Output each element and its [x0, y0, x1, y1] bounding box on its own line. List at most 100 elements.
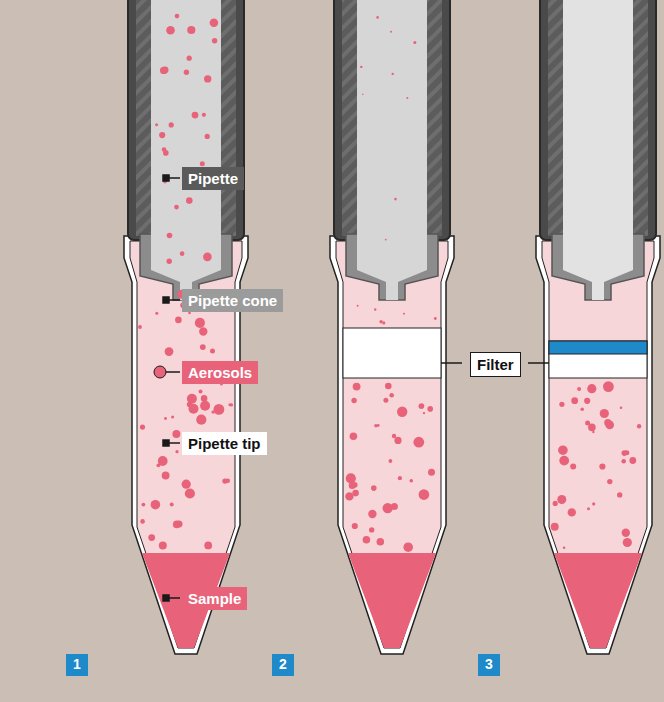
- aerosol-droplet: [351, 398, 356, 403]
- aerosol-droplet: [140, 519, 145, 524]
- aerosol-droplet: [185, 488, 195, 498]
- aerosol-droplet: [600, 409, 609, 418]
- pipette-bore: [151, 0, 221, 300]
- pipette-group: [124, 0, 660, 654]
- aerosol-droplet: [622, 529, 630, 537]
- aerosol-droplet: [553, 501, 558, 506]
- aerosol-droplet: [166, 26, 175, 35]
- aerosol-droplet: [357, 305, 359, 307]
- aerosol-droplet: [187, 26, 195, 34]
- aerosol-droplet: [623, 538, 632, 547]
- aerosol-droplet: [142, 503, 146, 507]
- aerosol-droplet: [394, 437, 401, 444]
- aerosol-droplet: [360, 66, 362, 68]
- aerosol-droplet: [195, 318, 205, 328]
- leader-marker: [163, 440, 169, 446]
- pipette: [330, 0, 454, 654]
- aerosol-droplet: [369, 527, 374, 532]
- aerosol-droplet: [164, 417, 167, 420]
- aerosol-droplet: [200, 161, 205, 166]
- aerosol-droplet: [214, 404, 225, 415]
- aerosol-droplet: [140, 425, 145, 430]
- aerosol-droplet: [173, 521, 181, 529]
- aerosol-droplet: [413, 437, 424, 448]
- aerosol-droplet: [423, 412, 425, 414]
- aerosol-droplet: [151, 500, 161, 510]
- aerosol-droplet: [427, 406, 433, 412]
- aerosol-droplet: [568, 508, 576, 516]
- aerosol-droplet: [603, 381, 614, 392]
- aerosol-droplet: [389, 393, 394, 398]
- aerosol-droplet: [394, 198, 397, 201]
- aerosol-droplet: [559, 456, 569, 466]
- aerosol-droplet: [175, 14, 180, 19]
- aerosol-droplet: [203, 253, 212, 262]
- aerosol-droplet: [155, 312, 158, 315]
- aerosol-droplet: [382, 321, 385, 324]
- aerosol-droplet: [210, 349, 215, 354]
- tip-interior: [336, 241, 448, 648]
- aerosol-droplet: [584, 398, 590, 404]
- aerosol-droplet: [403, 313, 405, 315]
- aerosol-droplet: [362, 94, 364, 96]
- aerosol-droplet: [350, 432, 358, 440]
- aerosol-droplet: [138, 325, 142, 329]
- leader-line: [528, 362, 549, 364]
- aerosol-droplet: [622, 450, 628, 456]
- sample-liquid: [348, 553, 436, 648]
- part-label: Pipette cone: [182, 289, 283, 312]
- aerosol-droplet: [172, 430, 180, 438]
- aerosol-marker: [154, 366, 166, 378]
- aerosol-droplet: [385, 383, 392, 390]
- callout-number: 2: [272, 654, 294, 676]
- aerosol-droplet: [346, 473, 356, 483]
- aerosol-droplet: [165, 347, 174, 356]
- aerosol-droplet: [352, 523, 358, 529]
- leader-line: [441, 362, 462, 364]
- aerosol-droplet: [186, 197, 193, 204]
- aerosol-droplet: [389, 459, 393, 463]
- aerosol-droplet: [577, 387, 581, 391]
- aerosol-droplet: [175, 317, 182, 324]
- aerosol-droplet: [563, 547, 566, 550]
- aerosol-droplet: [201, 395, 208, 402]
- aerosol-droplet: [180, 251, 185, 256]
- aerosol-droplet: [559, 402, 564, 407]
- aerosol-droplet: [587, 384, 596, 393]
- aerosol-droplet: [570, 463, 576, 469]
- aerosol-droplet: [571, 397, 578, 404]
- aerosol-droplet: [200, 344, 206, 350]
- aerosol-droplet: [167, 233, 173, 239]
- aerosol-droplet: [199, 390, 203, 394]
- callout-number: 3: [478, 654, 500, 676]
- aerosol-droplet: [363, 536, 371, 544]
- aerosol-droplet: [196, 415, 206, 425]
- callout-number: 1: [66, 654, 88, 676]
- aerosol-droplet: [392, 73, 394, 75]
- aerosol-droplet: [419, 403, 425, 409]
- aerosol-droplet: [171, 416, 174, 419]
- aerosol-droplet: [368, 510, 376, 518]
- aerosol-droplet: [228, 403, 231, 406]
- callout-text: 3: [478, 656, 500, 673]
- aerosol-droplet: [428, 469, 435, 476]
- sample-liquid: [554, 553, 642, 648]
- aerosol-droplet: [403, 542, 413, 552]
- filter: [549, 341, 647, 378]
- aerosol-droplet: [406, 97, 408, 99]
- aerosol-droplet: [159, 132, 165, 138]
- aerosol-droplet: [155, 123, 158, 126]
- aerosol-droplet: [617, 492, 622, 497]
- aerosol-droplet: [580, 408, 584, 412]
- callout-text: 2: [272, 656, 294, 673]
- part-label: Sample: [182, 587, 247, 610]
- aerosol-droplet: [353, 383, 361, 391]
- aerosol-droplet: [410, 479, 414, 483]
- aerosol-droplet: [390, 31, 392, 33]
- label-text: Pipette tip: [188, 435, 261, 452]
- aerosol-droplet: [585, 421, 590, 426]
- aerosol-droplet: [587, 507, 590, 510]
- label-text: Sample: [188, 590, 241, 607]
- aerosol-droplet: [159, 542, 167, 550]
